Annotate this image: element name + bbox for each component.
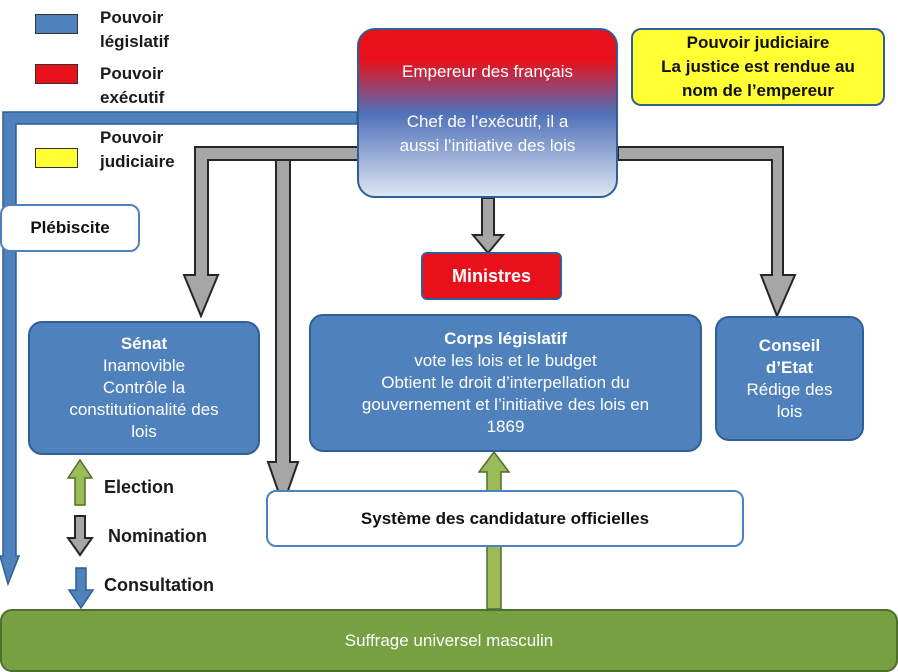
nomination-key-label: Nomination (108, 526, 207, 546)
consultation-key-label: Consultation (104, 575, 214, 595)
legend-executif-line1: Pouvoir (100, 64, 164, 83)
corps-line3: gouvernement et l’initiative des lois en (361, 395, 650, 414)
ministres-box: Ministres (421, 252, 562, 300)
corps-title: Corps législatif (444, 329, 567, 348)
nomination-key-arrow (66, 515, 94, 557)
suffrage-label: Suffrage universel masculin (344, 630, 554, 650)
empereur-text-line2: aussi l’initiative des lois (399, 136, 576, 155)
legend-label-judiciaire: Pouvoir judiciaire (100, 126, 210, 174)
legend-legislatif-line2: législatif (100, 32, 169, 51)
pouvoir-judiciaire-box: Pouvoir judiciaire La justice est rendue… (631, 28, 885, 106)
legend-swatch-executif (35, 64, 78, 84)
conseil-line1: Rédige des (746, 379, 833, 399)
candidatures-label: Système des candidature officielles (360, 508, 650, 528)
empereur-title: Empereur des français (401, 62, 574, 81)
ministres-label: Ministres (451, 265, 532, 286)
suffrage-box: Suffrage universel masculin (0, 609, 898, 672)
corps-line4: 1869 (486, 417, 525, 436)
judiciaire-title: Pouvoir judiciaire (686, 33, 830, 52)
corps-legislatif-box: Corps législatif vote les lois et le bud… (309, 314, 702, 452)
conseil-title-line1: Conseil (758, 335, 821, 355)
election-key-arrow (66, 458, 94, 506)
corps-line1: vote les lois et le budget (414, 351, 597, 370)
legend-swatch-judiciaire (35, 148, 78, 168)
conseil-nomination-arrow (617, 146, 797, 319)
conseil-line2: lois (776, 401, 803, 421)
senat-nomination-arrow (182, 146, 361, 319)
legend-legislatif-line1: Pouvoir (100, 8, 164, 27)
legend-label-executif: Pouvoir exécutif (100, 62, 210, 110)
candidatures-box: Système des candidature officielles (266, 490, 744, 547)
empereur-box: Empereur des français Chef de l’exécutif… (357, 28, 618, 198)
legend-label-legislatif: Pouvoir législatif (100, 6, 210, 54)
judiciaire-text-line2: nom de l’empereur (681, 81, 835, 100)
senat-box: Sénat Inamovible Contrôle la constitutio… (28, 321, 260, 455)
consultation-key-arrow (67, 567, 95, 610)
senat-line1: Inamovible (102, 356, 186, 375)
legend-judiciaire-line1: Pouvoir (100, 128, 164, 147)
plebiscite-consultation-arrow (0, 111, 358, 587)
conseil-etat-box: Conseil d’Etat Rédige des lois (715, 316, 864, 441)
conseil-title-line2: d’Etat (765, 357, 814, 377)
legend-swatch-legislatif (35, 14, 78, 34)
senat-line3: constitutionalité des (69, 400, 219, 419)
ministres-nomination-arrow (470, 197, 506, 255)
legend-executif-line2: exécutif (100, 88, 165, 107)
senat-line4: lois (131, 422, 157, 441)
candidatures-nomination-arrow (266, 159, 300, 509)
judiciaire-text-line1: La justice est rendue au (661, 57, 855, 76)
election-key-label: Election (104, 477, 175, 497)
plebiscite-box: Plébiscite (0, 204, 140, 252)
legend-judiciaire-line2: judiciaire (100, 152, 175, 171)
senat-line2: Contrôle la (102, 378, 186, 397)
empereur-text-line1: Chef de l’exécutif, il a (406, 112, 569, 131)
senat-title: Sénat (120, 334, 168, 353)
plebiscite-label: Plébiscite (30, 218, 110, 237)
corps-line2: Obtient le droit d’interpellation du (381, 373, 630, 392)
